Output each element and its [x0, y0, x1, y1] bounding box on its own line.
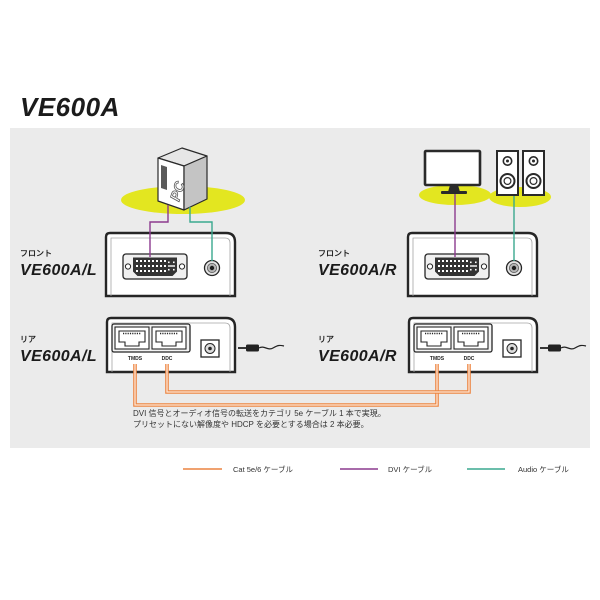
- rear-left-model-label: VE600A/L: [20, 348, 97, 365]
- page-title: VE600A: [20, 92, 120, 122]
- rear-unit-bevel: [111, 322, 231, 372]
- legend-cat-label: Cat 5e/6 ケーブル: [233, 464, 293, 474]
- monitor-base: [441, 191, 467, 194]
- dc-power-jack: [200, 339, 220, 358]
- rear-left-view-label: リア: [20, 335, 36, 344]
- note-line-1: DVI 信号とオーディオ信号の転送をカテゴリ 5e ケーブル 1 本で実現。: [133, 408, 386, 418]
- front-right-view-label: フロント: [318, 249, 350, 258]
- front-right-model-label: VE600A/R: [318, 262, 397, 279]
- monitor-icon: [423, 149, 482, 194]
- speaker-right-woofer-cone: [529, 177, 538, 186]
- tmds-port-label: TMDS: [430, 356, 445, 362]
- front-unit-bevel: [110, 237, 231, 296]
- front-left-model-label: VE600A/L: [20, 262, 97, 279]
- rear-unit-bevel: [413, 322, 533, 372]
- speaker-left-tweeter-dome: [506, 159, 509, 163]
- dvi-port: [122, 253, 188, 280]
- audio-jack: [505, 259, 523, 277]
- rear-unit-left: TMDS DDC: [105, 316, 285, 374]
- legend: Cat 5e/6 ケーブル DVI ケーブル Audio ケーブル: [183, 464, 569, 474]
- ddc-port: [151, 326, 187, 350]
- speaker-right-tweeter-dome: [532, 159, 535, 163]
- rear-right-model-label: VE600A/R: [318, 348, 397, 365]
- front-unit-right: [406, 231, 539, 298]
- pc-drive-bay: [161, 165, 167, 190]
- front-unit-left: [104, 231, 237, 298]
- front-left-view-label: フロント: [20, 249, 52, 258]
- audio-cable-left: [189, 207, 213, 261]
- pc-label: PC: [167, 179, 189, 203]
- audio-jack: [203, 259, 221, 277]
- tmds-port: [114, 326, 150, 350]
- speaker-left-woofer-cone: [503, 177, 512, 186]
- ddc-port-label: DDC: [162, 356, 173, 362]
- cat-cable-tmds-core: [134, 364, 438, 406]
- legend-dvi-label: DVI ケーブル: [388, 464, 433, 474]
- ddc-port-label: DDC: [464, 356, 475, 362]
- legend-audio-label: Audio ケーブル: [518, 464, 569, 474]
- dvi-cable-left: [149, 205, 169, 257]
- cat-cable-ddc-core: [166, 364, 470, 393]
- tmds-port: [416, 326, 452, 350]
- note-line-2: プリセットにない解像度や HDCP を必要とする場合は 2 本必要。: [133, 419, 369, 429]
- monitor-screen: [423, 149, 482, 187]
- rear-right-view-label: リア: [318, 335, 334, 344]
- dvi-port: [424, 253, 490, 280]
- pc-side-face: [183, 155, 208, 211]
- monitor-neck: [448, 185, 460, 192]
- pc-tower-icon: PC: [157, 147, 208, 211]
- dc-power-jack: [502, 339, 522, 358]
- speakers-icon: [496, 150, 545, 196]
- ddc-port: [453, 326, 489, 350]
- cat-cable-ddc: [165, 364, 471, 394]
- cat-cable-tmds: [133, 364, 439, 407]
- rear-unit-right: TMDS DDC: [407, 316, 587, 374]
- tmds-port-label: TMDS: [128, 356, 143, 362]
- front-unit-bevel: [412, 237, 533, 296]
